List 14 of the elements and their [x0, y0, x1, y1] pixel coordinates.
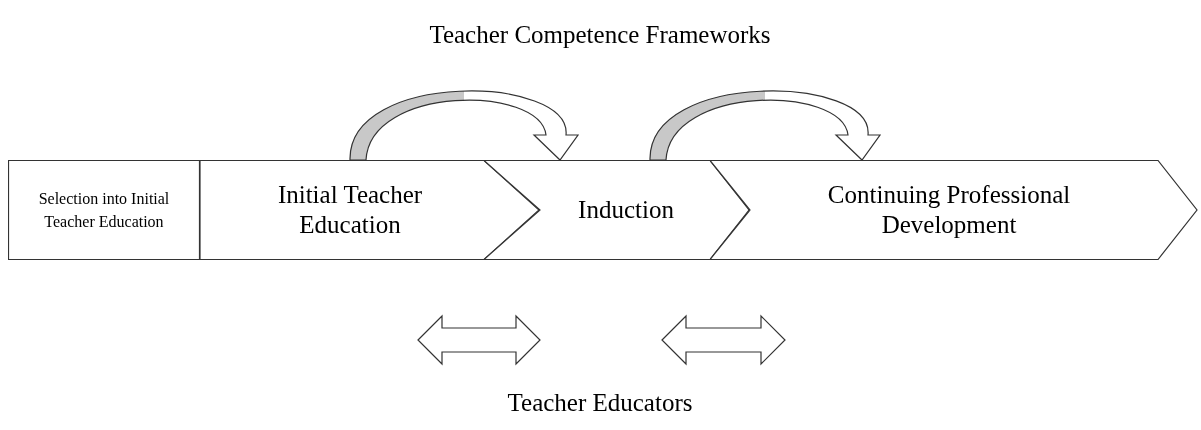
node-text: Induction: [577, 195, 675, 225]
heading-label: Teacher Competence Frameworks: [428, 22, 772, 47]
node-text: Selection into Initial Teacher Education: [37, 188, 171, 232]
node-text: Initial Teacher Education: [276, 180, 424, 240]
curved-arrow: [649, 90, 881, 161]
process-box: [8, 160, 200, 260]
bottom-label: Teacher Educators: [506, 390, 694, 415]
double-arrow: [417, 314, 541, 366]
chevron-shape: [484, 160, 750, 260]
curved-arrow: [349, 90, 579, 161]
double-arrow: [661, 314, 786, 366]
chevron-shape: [710, 160, 1198, 260]
chevron-shape: [200, 160, 540, 260]
node-text: Continuing Professional Development: [826, 180, 1072, 240]
